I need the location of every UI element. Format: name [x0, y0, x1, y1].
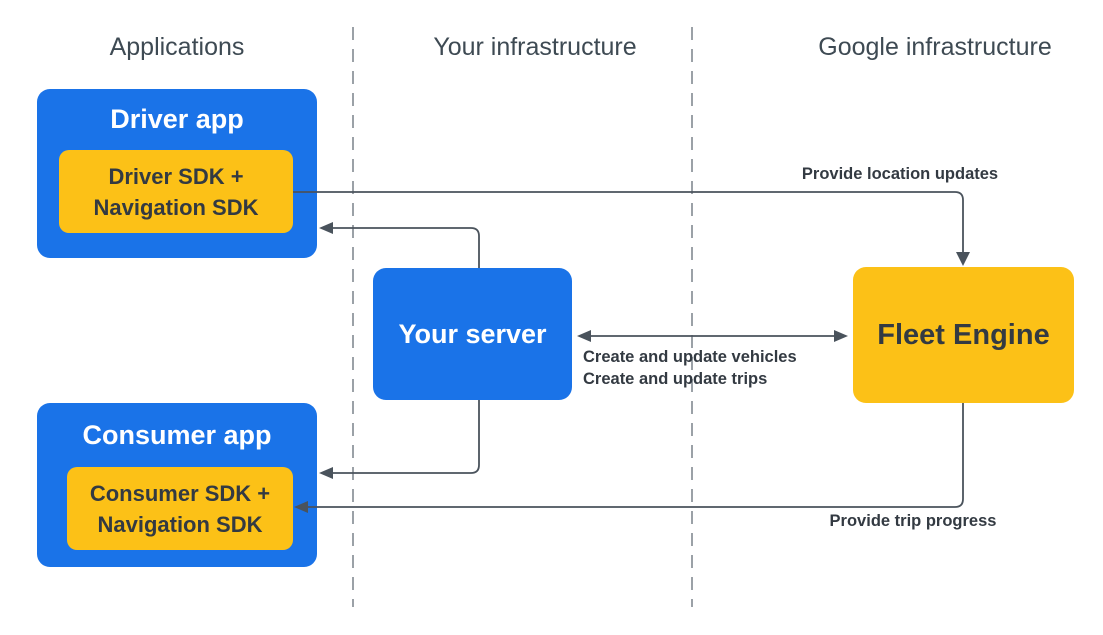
- column-header-applications: Applications: [109, 33, 245, 61]
- arrowhead-into-consumer-app: [319, 467, 333, 479]
- arrowhead-into-your-server: [577, 330, 591, 342]
- label-create-update-trips: Create and update trips: [583, 370, 768, 388]
- label-provide-trip-progress: Provide trip progress: [829, 512, 997, 530]
- consumer-sdk-chip: Consumer SDK + Navigation SDK: [67, 467, 293, 550]
- driver-app-node: Driver app Driver SDK + Navigation SDK: [37, 89, 317, 258]
- arrowhead-into-fleet-engine-top: [956, 252, 970, 266]
- column-header-your-infrastructure: Your infrastructure: [433, 33, 637, 61]
- driver-app-title: Driver app: [110, 104, 244, 134]
- arrowhead-into-driver-app: [319, 222, 333, 234]
- connector-server-driver-app: [333, 227, 480, 268]
- column-header-google-infrastructure: Google infrastructure: [818, 33, 1052, 61]
- your-server-node: Your server: [373, 268, 572, 400]
- connector-location-updates: [293, 191, 964, 253]
- label-provide-location-updates: Provide location updates: [801, 165, 999, 183]
- label-create-update-vehicles: Create and update vehicles: [583, 348, 797, 366]
- consumer-app-title: Consumer app: [82, 419, 272, 450]
- connector-server-consumer-app: [333, 400, 480, 474]
- driver-sdk-chip: Driver SDK + Navigation SDK: [59, 150, 293, 233]
- arrowhead-into-fleet-engine-left: [834, 330, 848, 342]
- consumer-app-node: Consumer app Consumer SDK + Navigation S…: [37, 403, 317, 567]
- fleet-engine-node: Fleet Engine: [853, 267, 1074, 403]
- connector-trip-progress: [308, 403, 964, 508]
